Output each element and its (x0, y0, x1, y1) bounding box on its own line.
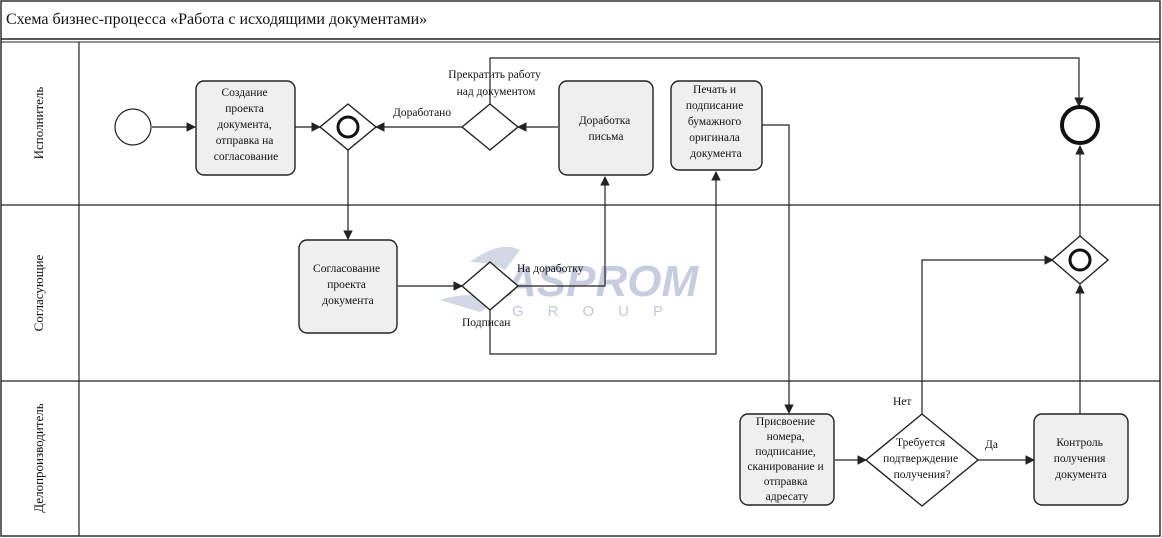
confirm-gateway: Требуется подтверждение получения? (864, 413, 980, 507)
confirm-gateway-text: Требуется подтверждение получения? (883, 437, 961, 481)
task-approve-draft: Согласование проекта документа (298, 239, 398, 334)
lane-executor: Исполнитель (31, 87, 46, 160)
svg-text:Печать и подписание: Печать и подписание бумажного оригинала … (686, 84, 746, 160)
merge-gateway-executor (318, 103, 378, 151)
label-yes: Да (985, 439, 998, 451)
lane-approvers: Согласующие (31, 254, 46, 331)
approval-gateway (460, 261, 520, 311)
stop-work-gateway (460, 103, 520, 151)
label-no: Нет (893, 396, 911, 408)
task-print-sign: Печать и подписание бумажного оригинала … (670, 80, 763, 171)
watermark: ASPROM GROUP (440, 246, 699, 320)
svg-text:Доработка письма: Доработка письма (579, 115, 633, 143)
watermark-sub: GROUP (512, 303, 687, 320)
sequence-flows (152, 57, 1085, 465)
svg-text:Присвоение номера,: Присвоение номера, подписание, сканирова… (747, 416, 826, 503)
label-to-rework: На доработку (517, 263, 584, 275)
start-event (114, 108, 152, 146)
lane-clerk: Делопроизводитель (31, 403, 46, 513)
task-control-receipt: Контроль получения документа (1033, 413, 1129, 506)
label-stop-work: Прекратить работу над документом (448, 69, 543, 98)
merge-gateway-approvers (1050, 235, 1110, 285)
svg-text:Создание проекта д: Создание проекта документа, отправка на … (214, 87, 278, 163)
diagram-title: Схема бизнес-процесса «Работа с исходящи… (6, 11, 427, 28)
svg-text:Согласование проекта: Согласование проекта документа (313, 263, 383, 307)
end-event (1060, 105, 1100, 145)
label-reworked: Доработано (393, 107, 451, 119)
task-register-send: Присвоение номера, подписание, сканирова… (739, 413, 835, 506)
label-signed: Подписан (462, 317, 510, 329)
task-rework-letter: Доработка письма (558, 80, 654, 176)
svg-text:Контроль получения: Контроль получения документа (1054, 437, 1109, 481)
task-create-draft: Создание проекта документа, отправка на … (195, 80, 296, 176)
watermark-brand: ASPROM (504, 257, 699, 306)
